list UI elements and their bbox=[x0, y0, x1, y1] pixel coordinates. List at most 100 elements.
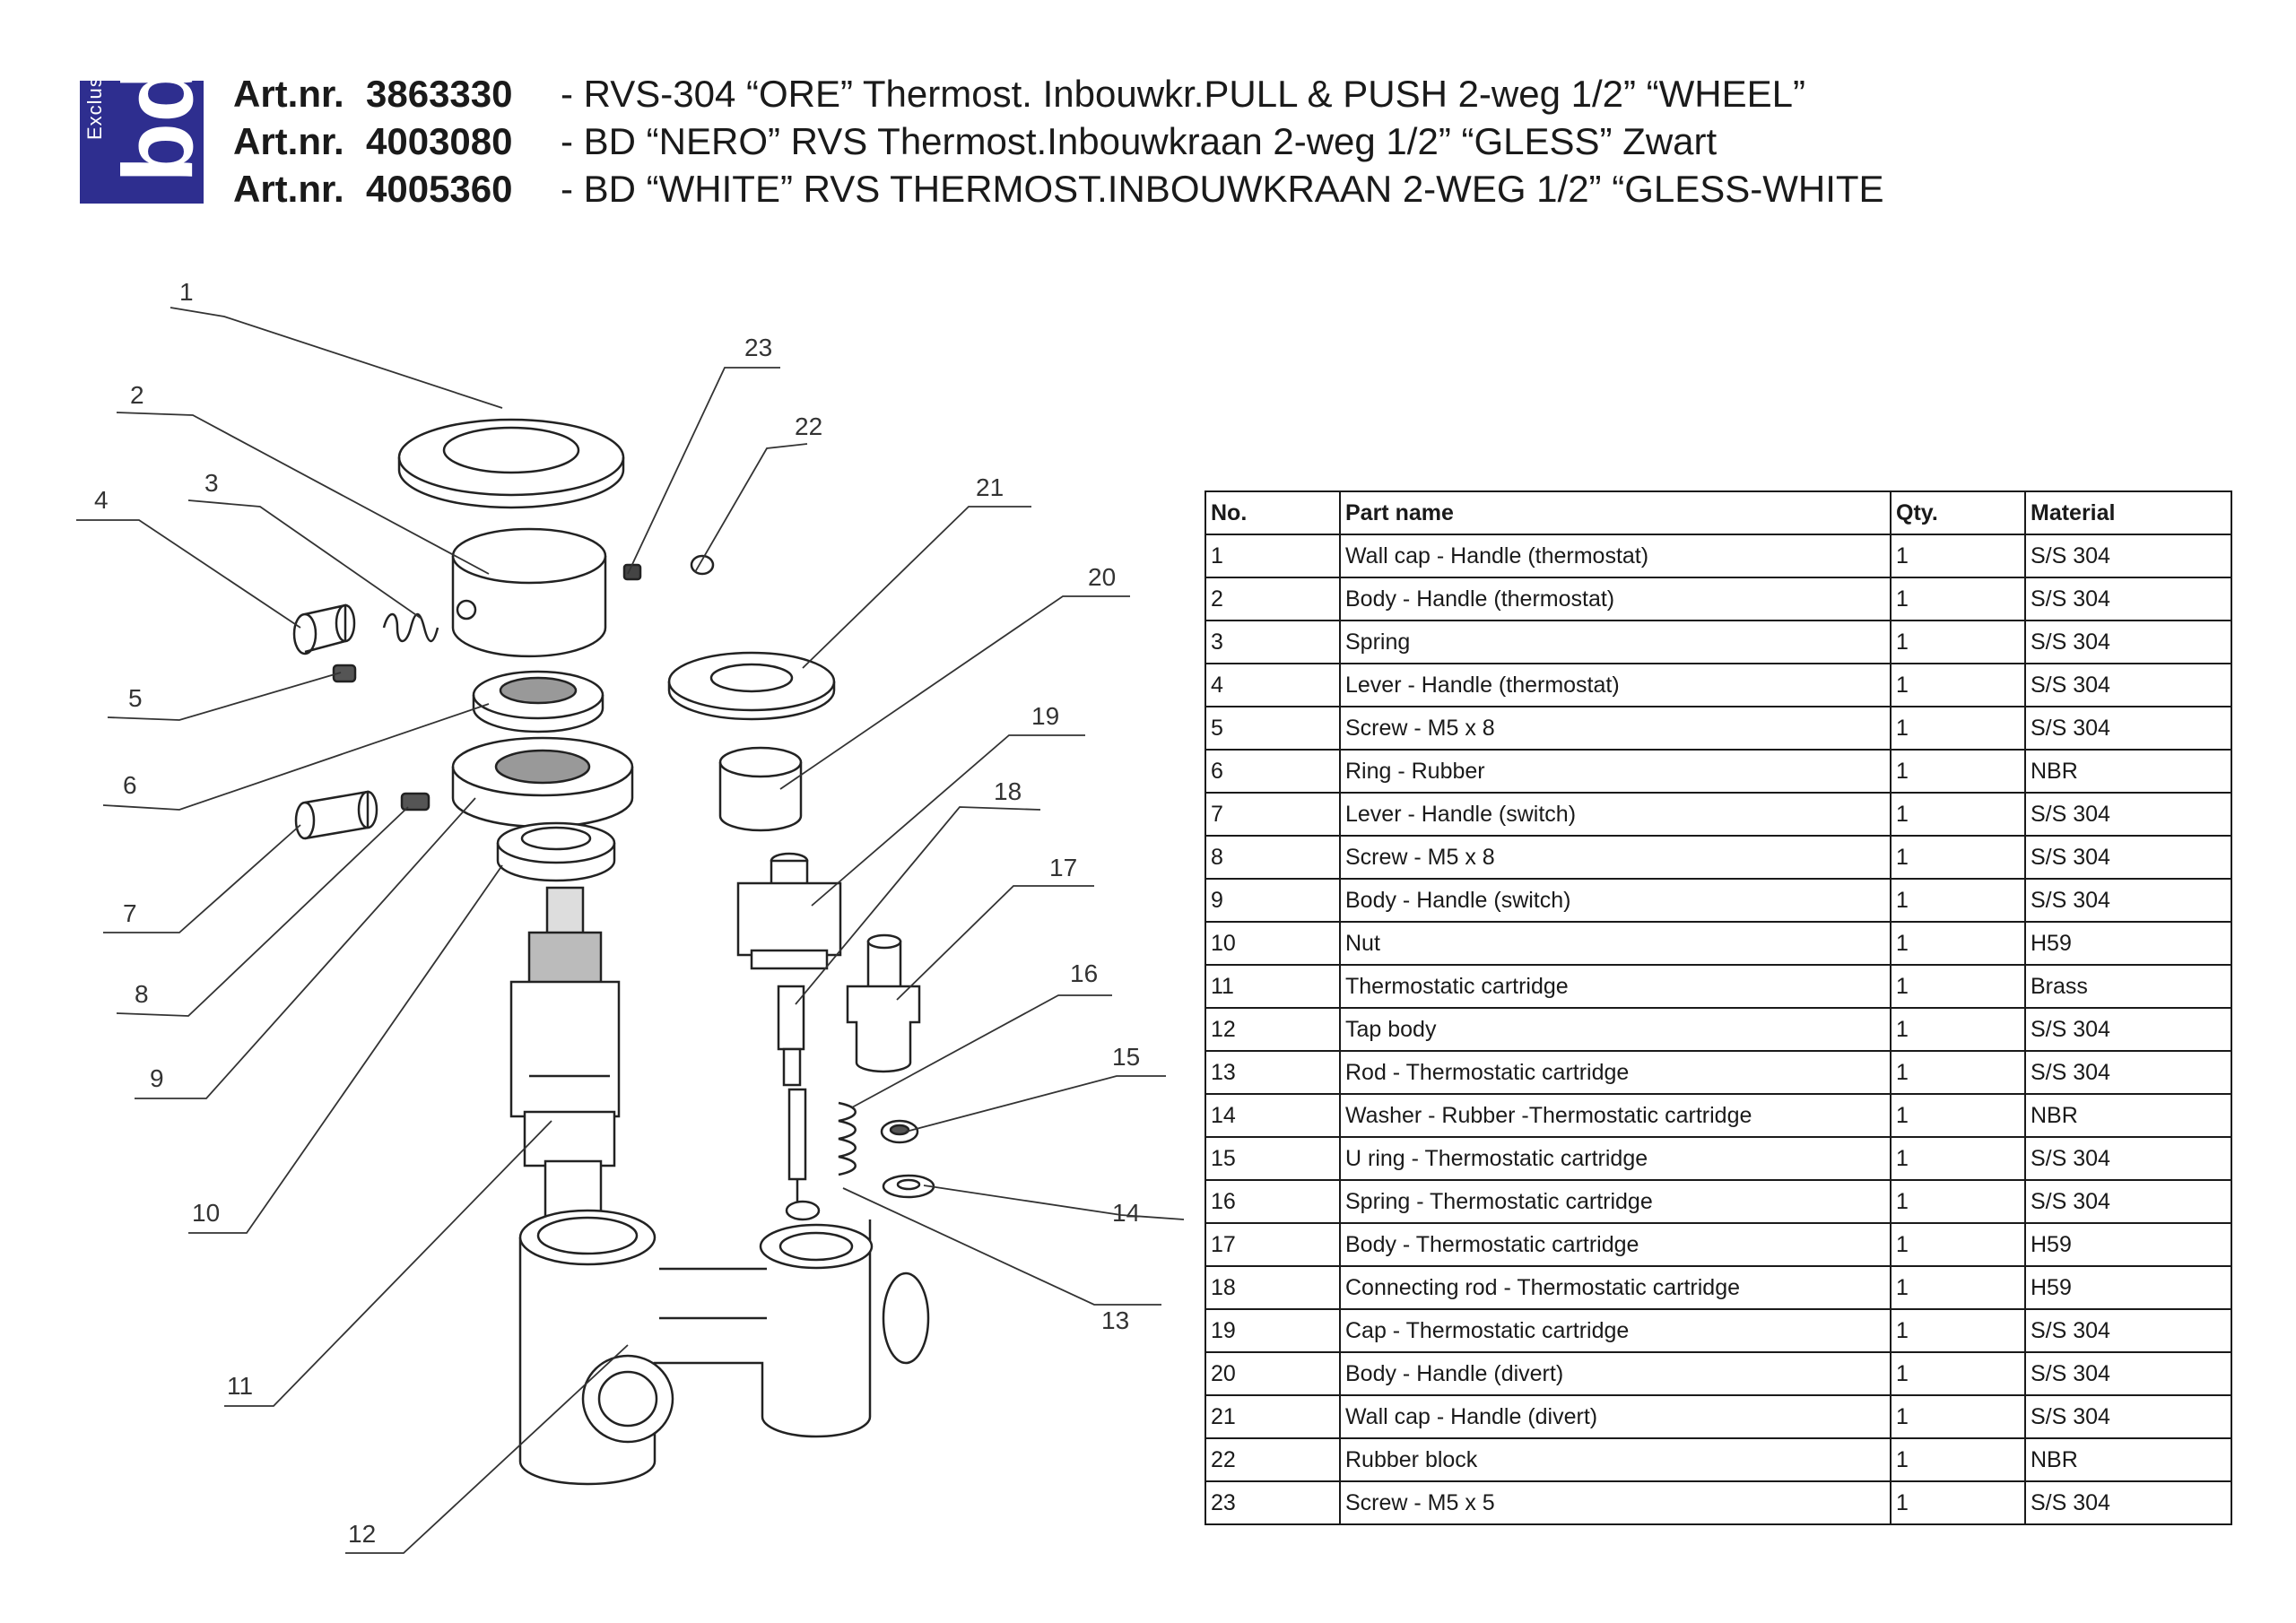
cell-qty: 1 bbox=[1890, 1222, 2026, 1267]
leader-line bbox=[224, 1120, 552, 1407]
cell-no: 1 bbox=[1205, 534, 1341, 578]
callout-22: 22 bbox=[795, 412, 822, 440]
cell-material: S/S 304 bbox=[2024, 706, 2232, 751]
callout-15: 15 bbox=[1112, 1043, 1140, 1071]
part-u-ring bbox=[880, 1119, 919, 1144]
cell-no: 15 bbox=[1205, 1136, 1341, 1181]
cell-material: NBR bbox=[2024, 1437, 2232, 1482]
part-body-handle-thermostat bbox=[451, 527, 607, 658]
cell-qty: 1 bbox=[1890, 1437, 2026, 1482]
cell-part-name: Screw - M5 x 8 bbox=[1339, 835, 1892, 880]
callout-7: 7 bbox=[123, 899, 137, 927]
cell-no: 20 bbox=[1205, 1351, 1341, 1396]
exploded-view-diagram: 1 2 3 4 5 6 7 8 9 10 11 12 13 14 15 16 1… bbox=[76, 278, 1185, 1554]
cell-material: S/S 304 bbox=[2024, 1007, 2232, 1052]
cell-qty: 1 bbox=[1890, 534, 2026, 578]
callout-16: 16 bbox=[1070, 959, 1098, 987]
cell-qty: 1 bbox=[1890, 749, 2026, 794]
cell-part-name: Connecting rod - Thermostatic cartridge bbox=[1339, 1265, 1892, 1310]
leader-line bbox=[851, 994, 1112, 1108]
cell-no: 19 bbox=[1205, 1308, 1341, 1353]
leader-line bbox=[842, 1187, 1161, 1306]
callout-11: 11 bbox=[227, 1372, 253, 1400]
cell-material: S/S 304 bbox=[2024, 620, 2232, 664]
cell-no: 14 bbox=[1205, 1093, 1341, 1138]
cell-part-name: Washer - Rubber -Thermostatic cartridge bbox=[1339, 1093, 1892, 1138]
cell-qty: 1 bbox=[1890, 1093, 2026, 1138]
callout-23: 23 bbox=[744, 334, 772, 361]
cell-part-name: Tap body bbox=[1339, 1007, 1892, 1052]
leader-line bbox=[811, 734, 1085, 907]
callout-3: 3 bbox=[204, 469, 219, 497]
callout-17: 17 bbox=[1049, 854, 1077, 881]
leader-line bbox=[170, 307, 503, 409]
article-number: 3863330 bbox=[366, 73, 513, 115]
cell-no: 16 bbox=[1205, 1179, 1341, 1224]
cell-no: 2 bbox=[1205, 577, 1341, 621]
leader-line bbox=[627, 367, 780, 575]
leader-line bbox=[116, 806, 409, 1017]
cell-part-name: Lever - Handle (switch) bbox=[1339, 792, 1892, 837]
diagram-parts bbox=[292, 418, 935, 1486]
article-line: Art.nr.4005360- BD “WHITE” RVS THERMOST.… bbox=[233, 165, 2260, 213]
cell-material: S/S 304 bbox=[2024, 1308, 2232, 1353]
cell-no: 7 bbox=[1205, 792, 1341, 837]
cell-part-name: Body - Handle (divert) bbox=[1339, 1351, 1892, 1396]
cell-material: NBR bbox=[2024, 749, 2232, 794]
callout-1: 1 bbox=[179, 278, 194, 306]
article-line: Art.nr.3863330- RVS-304 “ORE” Thermost. … bbox=[233, 70, 2260, 117]
leader-line bbox=[694, 443, 808, 573]
part-connecting-rod bbox=[777, 985, 805, 1087]
article-number: 4003080 bbox=[366, 120, 513, 162]
cell-qty: 1 bbox=[1890, 577, 2026, 621]
cell-no: 11 bbox=[1205, 964, 1341, 1009]
cell-no: 9 bbox=[1205, 878, 1341, 923]
cell-material: S/S 304 bbox=[2024, 663, 2232, 707]
column-header-part-name: Part name bbox=[1339, 490, 1892, 535]
cell-part-name: Cap - Thermostatic cartridge bbox=[1339, 1308, 1892, 1353]
cell-qty: 1 bbox=[1890, 964, 2026, 1009]
part-lever-switch bbox=[294, 790, 378, 840]
part-spring bbox=[382, 612, 439, 643]
cell-qty: 1 bbox=[1890, 1050, 2026, 1095]
cell-qty: 1 bbox=[1890, 878, 2026, 923]
callout-9: 9 bbox=[150, 1064, 164, 1092]
cell-part-name: Lever - Handle (thermostat) bbox=[1339, 663, 1892, 707]
cell-part-name: Nut bbox=[1339, 921, 1892, 966]
table-header-row: No. Part name Qty. Material bbox=[1205, 490, 2232, 535]
cell-material: H59 bbox=[2024, 1222, 2232, 1267]
article-header: Art.nr.3863330- RVS-304 “ORE” Thermost. … bbox=[233, 70, 2260, 213]
part-washer-rubber bbox=[882, 1174, 935, 1199]
cell-material: S/S 304 bbox=[2024, 1179, 2232, 1224]
cell-qty: 1 bbox=[1890, 1007, 2026, 1052]
cell-part-name: Body - Thermostatic cartridge bbox=[1339, 1222, 1892, 1267]
part-nut bbox=[496, 821, 616, 882]
cell-material: NBR bbox=[2024, 1093, 2232, 1138]
cell-qty: 1 bbox=[1890, 1308, 2026, 1353]
cell-no: 23 bbox=[1205, 1480, 1341, 1525]
cell-material: H59 bbox=[2024, 1265, 2232, 1310]
cell-material: Brass bbox=[2024, 964, 2232, 1009]
cell-material: H59 bbox=[2024, 921, 2232, 966]
cell-no: 10 bbox=[1205, 921, 1341, 966]
cell-material: S/S 304 bbox=[2024, 1480, 2232, 1525]
leader-line bbox=[345, 1344, 629, 1554]
article-label: Art.nr. bbox=[233, 168, 344, 210]
cell-part-name: Wall cap - Handle (divert) bbox=[1339, 1394, 1892, 1439]
part-tap-body bbox=[518, 1209, 930, 1486]
part-body-handle-divert bbox=[718, 746, 803, 832]
cell-no: 6 bbox=[1205, 749, 1341, 794]
